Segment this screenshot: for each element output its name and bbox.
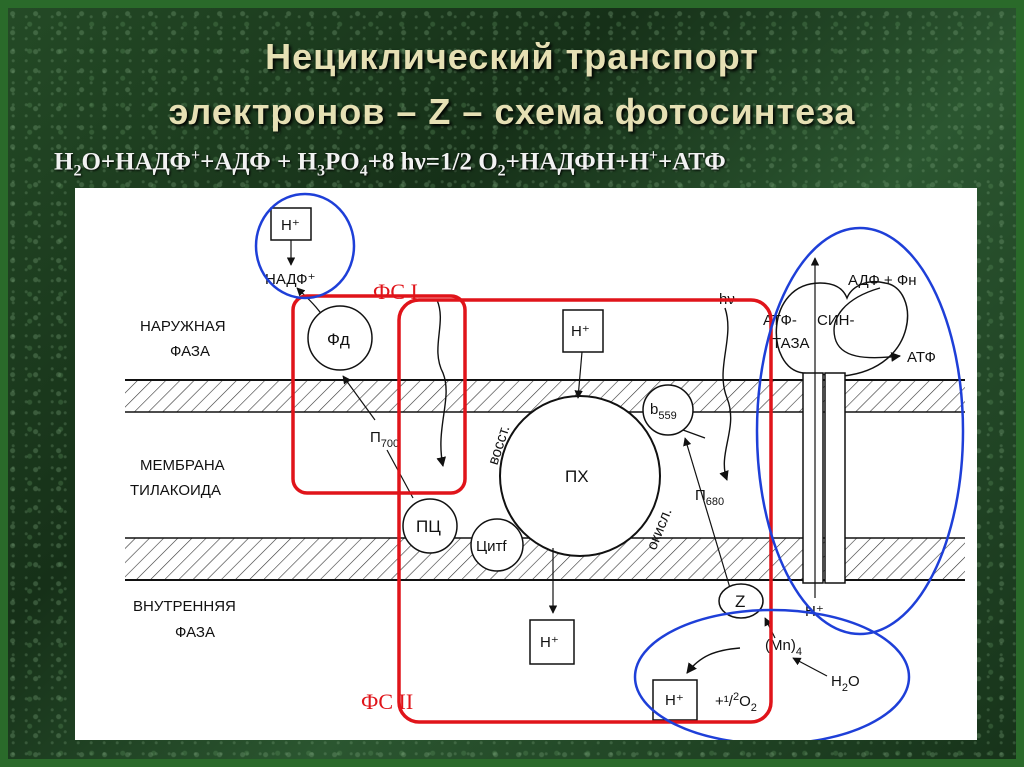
slide-title-line-1: Нециклический транспорт: [265, 36, 759, 77]
nadp-label: НАДФ⁺: [265, 271, 316, 288]
proton-box-middle: [562, 309, 604, 353]
light-arrow-ps1: [436, 299, 447, 467]
membrane-label-2: ТИЛАКОИДА: [130, 482, 221, 499]
photosystem-2-label: ФС II: [361, 689, 413, 714]
plastocyanin: [402, 498, 458, 554]
p680-label: П680: [695, 487, 724, 508]
atp-synthase-highlight: [755, 226, 965, 636]
adp-pi-label: АДФ + Фн: [848, 272, 917, 289]
photosystem-1-label: ФС I: [373, 279, 418, 304]
water-splitting-highlight: [633, 608, 911, 740]
water-label: H2O: [831, 673, 860, 694]
nadp-highlight: [254, 192, 356, 300]
svg-text:H⁺: H⁺: [281, 217, 300, 234]
svg-text:H⁺: H⁺: [540, 634, 559, 651]
svg-text:ПХ: ПХ: [565, 467, 589, 486]
svg-text:ПЦ: ПЦ: [416, 517, 441, 536]
atp-synthase-stalk-left: [802, 372, 824, 584]
svg-text:Фд: Фд: [327, 330, 350, 349]
cytochrome-b559: [642, 384, 694, 436]
outer-phase-label: НАРУЖНАЯ: [140, 318, 226, 335]
proton-box-lower: [529, 619, 575, 665]
ferredoxin: [307, 305, 373, 371]
photosystem-1-box: [291, 294, 467, 495]
proton-box-water: [652, 679, 698, 721]
cytochrome-f: [470, 518, 524, 572]
atp-synthase-head: [775, 281, 909, 377]
photosystem-2-box: [397, 298, 773, 724]
atp-synthase-label: АТФ-: [763, 312, 797, 329]
inner-phase-label: ВНУТРЕННЯЯ: [133, 598, 236, 615]
photosynthesis-equation: H2O+НАДФ++АДФ + H3PO4+8 hν=1/2 O2+НАДФН+…: [54, 147, 726, 180]
svg-text:H⁺: H⁺: [665, 692, 684, 709]
atp-label: АТФ: [907, 349, 936, 366]
outer-phase-label-2: ФАЗА: [170, 343, 210, 360]
slide-title-line-2: электронов – Z – схема фотосинтеза: [168, 91, 856, 132]
light-arrow-ps2: [719, 307, 732, 481]
svg-text:Цитf: Цитf: [476, 538, 507, 555]
inner-phase-label-2: ФАЗА: [175, 624, 215, 641]
membrane-label: МЕМБРАНА: [140, 457, 225, 474]
svg-text:Z: Z: [735, 592, 745, 611]
z-scheme-diagram: НАРУЖНАЯ ФАЗА МЕМБРАНА ТИЛАКОИДА ВНУТРЕН…: [125, 192, 965, 740]
atp-synthase-label-2: ТАЗА: [772, 335, 810, 352]
p700-label: П700: [370, 429, 399, 450]
oxygen-label: +¹/2O2: [715, 691, 757, 714]
b559-label: b559: [650, 401, 677, 422]
atp-synthase-stalk-right: [824, 372, 846, 584]
svg-text:H⁺: H⁺: [571, 323, 590, 340]
